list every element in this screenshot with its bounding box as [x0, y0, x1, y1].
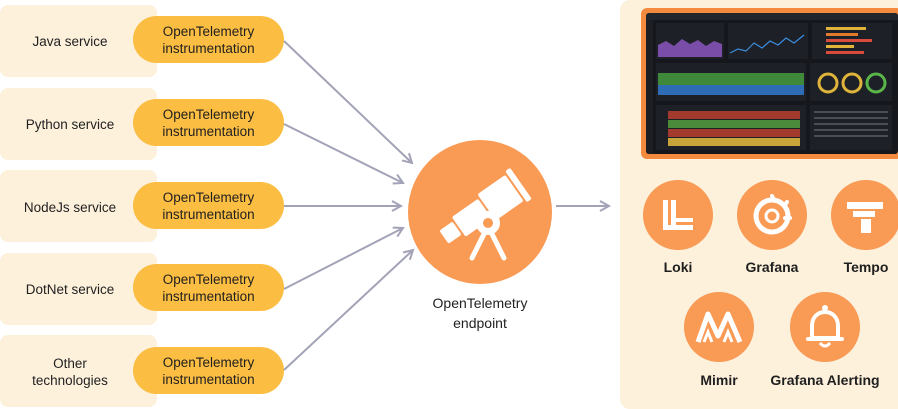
- dashboard-mockup: [646, 13, 898, 154]
- tempo-icon: [847, 202, 883, 233]
- instrumentation-line: OpenTelemetry: [162, 106, 255, 122]
- endpoint-label-line: OpenTelemetry: [432, 295, 528, 311]
- instrumentation-pill-other: OpenTelemetry instrumentation: [133, 347, 284, 394]
- dashboard-screenshot: [641, 8, 898, 159]
- instrumentation-pill-dotnet: OpenTelemetry instrumentation: [133, 264, 284, 311]
- service-box-dotnet: [0, 253, 157, 325]
- arrow-python-to-endpoint: [283, 123, 403, 183]
- instrumentation-line: OpenTelemetry: [162, 23, 255, 39]
- loki-icon: [663, 200, 693, 230]
- instrumentation-line: OpenTelemetry: [162, 189, 255, 205]
- service-label-dotnet: DotNet service: [0, 281, 140, 298]
- bell-icon: [806, 305, 844, 348]
- tool-label-tempo: Tempo: [843, 259, 889, 275]
- tool-circle-mimir: [684, 292, 754, 362]
- telescope-icon: [440, 168, 532, 261]
- instrumentation-line: OpenTelemetry: [162, 354, 255, 370]
- service-box-other: [0, 335, 157, 407]
- instrumentation-line: instrumentation: [162, 288, 255, 304]
- mimir-icon: [695, 311, 743, 343]
- arrow-dotnet-to-endpoint: [283, 228, 403, 290]
- service-box-java: [0, 5, 157, 77]
- service-label-line: Python service: [25, 117, 115, 132]
- instrumentation-line: instrumentation: [162, 123, 255, 139]
- tool-label-grafana-alerting: Grafana Alerting: [770, 372, 880, 388]
- instrumentation-line: OpenTelemetry: [162, 271, 255, 287]
- service-label-line: technologies: [32, 373, 108, 388]
- service-label-line: DotNet service: [25, 282, 115, 297]
- tool-label-loki: Loki: [663, 259, 693, 275]
- service-label-other: Other technologies: [0, 355, 140, 389]
- service-label-line: Other: [53, 356, 87, 371]
- tool-label-grafana: Grafana: [745, 259, 799, 275]
- instrumentation-pill-python: OpenTelemetry instrumentation: [133, 99, 284, 146]
- endpoint-label-line: endpoint: [453, 315, 507, 331]
- tool-circle-loki: [643, 180, 713, 250]
- service-box-python: [0, 88, 157, 160]
- instrumentation-pill-nodejs: OpenTelemetry instrumentation: [133, 182, 284, 229]
- endpoint-label: OpenTelemetry endpoint: [400, 293, 560, 333]
- tool-circle-grafana-alerting: [790, 292, 860, 362]
- service-box-nodejs: [0, 170, 157, 242]
- service-label-python: Python service: [0, 116, 140, 133]
- service-label-java: Java service: [0, 33, 140, 50]
- grafana-icon: [753, 194, 792, 235]
- instrumentation-line: instrumentation: [162, 371, 255, 387]
- dashboard-image: [646, 13, 898, 154]
- service-label-line: NodeJs service: [23, 200, 117, 215]
- service-label-line: Java service: [32, 34, 108, 49]
- tool-circle-grafana: [737, 180, 807, 250]
- service-label-nodejs: NodeJs service: [0, 199, 140, 216]
- tool-circle-tempo: [831, 180, 898, 250]
- tool-label-mimir: Mimir: [700, 372, 738, 388]
- endpoint-circle: [408, 140, 552, 284]
- instrumentation-line: instrumentation: [162, 40, 255, 56]
- arrow-other-to-endpoint: [283, 250, 413, 371]
- instrumentation-line: instrumentation: [162, 206, 255, 222]
- arrow-java-to-endpoint: [283, 40, 412, 163]
- instrumentation-pill-java: OpenTelemetry instrumentation: [133, 16, 284, 63]
